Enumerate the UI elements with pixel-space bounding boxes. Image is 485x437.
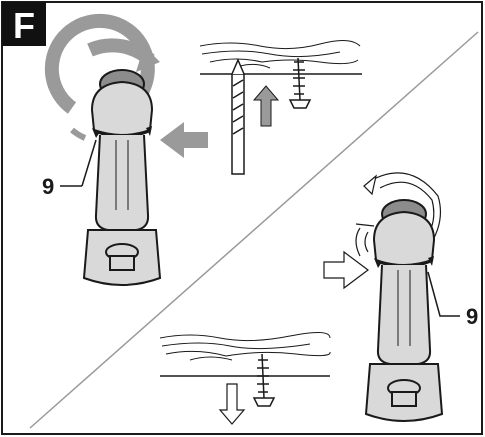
- drill-icon: [364, 199, 444, 422]
- push-arrow-icon: [323, 250, 369, 290]
- panel-badge: F: [2, 2, 46, 46]
- screw-icon: [288, 57, 312, 109]
- direction-switch-right: [428, 256, 434, 266]
- callout-label-bottom: 9: [466, 304, 478, 329]
- drill-icon: [82, 69, 162, 286]
- drill-bit-icon: [231, 58, 245, 175]
- push-arrow-icon: [252, 85, 280, 127]
- rotation-arrow-icon: [44, 13, 160, 141]
- direction-switch-left: [374, 258, 382, 268]
- panel-letter: F: [13, 5, 35, 46]
- callout-label-top: 9: [42, 174, 54, 199]
- wood-board-icon: [199, 40, 362, 75]
- wood-board-icon: [159, 332, 331, 377]
- push-arrow-icon: [160, 122, 208, 158]
- direction-switch-left: [92, 128, 100, 138]
- diagonal-divider: [29, 31, 479, 429]
- push-arrow-icon: [218, 383, 246, 425]
- callout-line-bottom: [427, 271, 460, 317]
- direction-switch-right: [146, 126, 152, 136]
- screw-icon: [252, 353, 276, 407]
